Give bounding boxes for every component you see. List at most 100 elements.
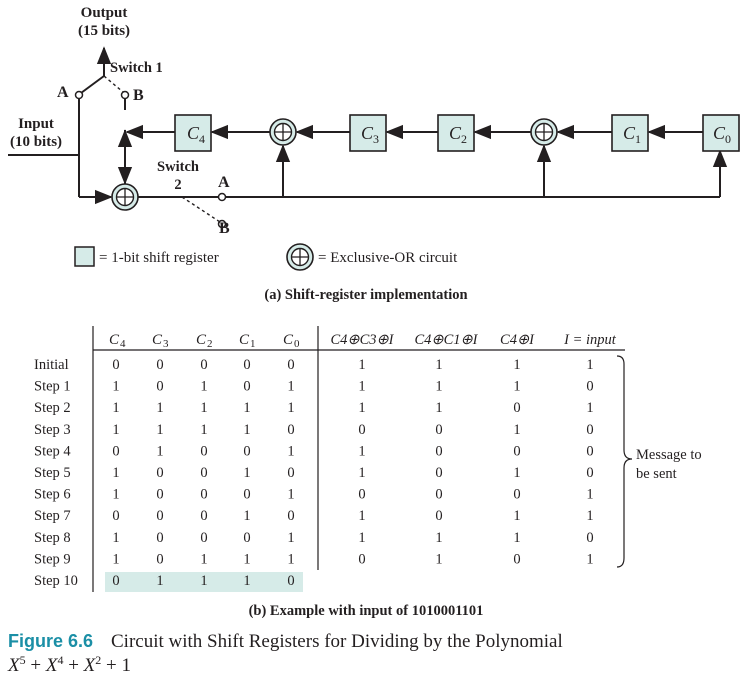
switch2-label: Switch: [157, 159, 199, 175]
register-cell: 1: [112, 379, 119, 395]
legend: = 1-bit shift register = Exclusive-OR ci…: [74, 243, 458, 271]
switch2-terminal-b: [217, 219, 227, 229]
row-label: Step 1: [34, 379, 71, 395]
xor-c1: [530, 118, 558, 146]
col-c1-base: C: [239, 332, 250, 348]
register-cell: 0: [243, 530, 250, 546]
register-c2-base: C: [449, 123, 462, 143]
xor-value-cell: 0: [513, 487, 520, 503]
register-cell: 0: [243, 357, 250, 373]
switch1-dashed-path: [103, 75, 124, 93]
register-cell: 1: [200, 422, 207, 438]
switch2-number: 2: [174, 177, 181, 193]
register-cell: 1: [287, 530, 294, 546]
register-cell: 1: [243, 551, 250, 567]
col-c2-base: C: [196, 332, 207, 348]
brace-label-2: be sent: [636, 466, 677, 482]
xor-input: [111, 183, 139, 211]
shift-register-circuit: Output (15 bits) Input (10 bits) Switch …: [8, 5, 740, 303]
caption-b: (b) Example with input of 1010001101: [249, 603, 484, 619]
xor-value-cell: 1: [586, 357, 593, 373]
xor-value-cell: 1: [358, 400, 365, 416]
register-cell: 1: [156, 422, 163, 438]
figure-title: Figure 6.6 Circuit with Shift Registers …: [7, 631, 563, 676]
col-c0-base: C: [283, 332, 294, 348]
output-bits-label: (15 bits): [78, 23, 130, 39]
register-cell: 1: [200, 379, 207, 395]
register-cell: 0: [156, 508, 163, 524]
xor-value-cell: 0: [586, 422, 593, 438]
row-label: Step 6: [34, 487, 71, 503]
xor-value-cell: 0: [435, 465, 442, 481]
xor-value-cell: 1: [586, 508, 593, 524]
xor-value-cell: 1: [358, 530, 365, 546]
xor-value-cell: 1: [586, 400, 593, 416]
register-cell: 1: [112, 422, 119, 438]
xor-value-cell: 1: [435, 379, 442, 395]
col-c1-sub: 1: [250, 338, 256, 350]
xor-value-cell: 0: [358, 487, 365, 503]
register-cell: 0: [287, 573, 294, 589]
register-cell: 1: [156, 443, 163, 459]
register-cell: 1: [112, 551, 119, 567]
xor-value-cell: 1: [513, 530, 520, 546]
figure-polynomial: X5 + X4 + X2 + 1: [7, 653, 131, 676]
register-cell: 0: [156, 379, 163, 395]
register-c3-sub: 3: [373, 132, 379, 146]
xor-value-cell: 1: [513, 357, 520, 373]
col-c3-base: C: [152, 332, 163, 348]
xor-value-cell: 0: [586, 465, 593, 481]
register-c1-sub: 1: [635, 132, 641, 146]
register-cell: 0: [287, 465, 294, 481]
register-cell: 0: [200, 508, 207, 524]
col-c0-sub: 0: [294, 338, 300, 350]
register-cell: 0: [287, 357, 294, 373]
xor-value-cell: 0: [586, 443, 593, 459]
register-cell: 0: [243, 379, 250, 395]
xor-value-cell: 1: [435, 357, 442, 373]
switch1-a-label: A: [57, 84, 69, 101]
xor-value-cell: 1: [586, 551, 593, 567]
register-cell: 0: [200, 357, 207, 373]
step10-highlight: [105, 572, 303, 592]
message-brace: [616, 355, 633, 568]
xor-value-cell: 1: [358, 508, 365, 524]
register-cell: 1: [243, 465, 250, 481]
xor-value-cell: 0: [435, 487, 442, 503]
switch2-dashed-path: [181, 196, 221, 223]
register-cell: 0: [112, 573, 119, 589]
col-xor-c4-c1-i: C4⊕C1⊕I: [415, 332, 479, 348]
col-xor-c4-i: C4⊕I: [500, 332, 535, 348]
xor-value-cell: 1: [586, 487, 593, 503]
figure-number: Figure 6.6: [8, 631, 93, 651]
register-cell: 0: [112, 508, 119, 524]
register-cell: 1: [243, 422, 250, 438]
register-cell: 1: [200, 400, 207, 416]
xor-value-cell: 0: [513, 443, 520, 459]
row-label: Step 3: [34, 422, 71, 438]
register-cell: 1: [112, 400, 119, 416]
register-cell: 1: [287, 487, 294, 503]
register-cell: 1: [156, 400, 163, 416]
register-cell: 0: [200, 465, 207, 481]
legend-register-swatch: [74, 246, 95, 267]
xor-value-cell: 1: [513, 422, 520, 438]
row-label: Step 7: [34, 508, 71, 524]
legend-xor-label: = Exclusive-OR circuit: [318, 250, 458, 266]
register-c4: C 4: [174, 114, 212, 152]
xor-value-cell: 0: [435, 508, 442, 524]
register-c4-sub: 4: [199, 132, 205, 146]
row-label: Step 2: [34, 400, 71, 416]
switch2-a-label: A: [218, 174, 230, 191]
register-cell: 1: [112, 530, 119, 546]
register-cell: 1: [287, 400, 294, 416]
right-column-headers: C4⊕C3⊕I C4⊕C1⊕I C4⊕I I = input: [331, 332, 617, 348]
row-label: Step 4: [34, 443, 71, 459]
xor-c3: [269, 118, 297, 146]
